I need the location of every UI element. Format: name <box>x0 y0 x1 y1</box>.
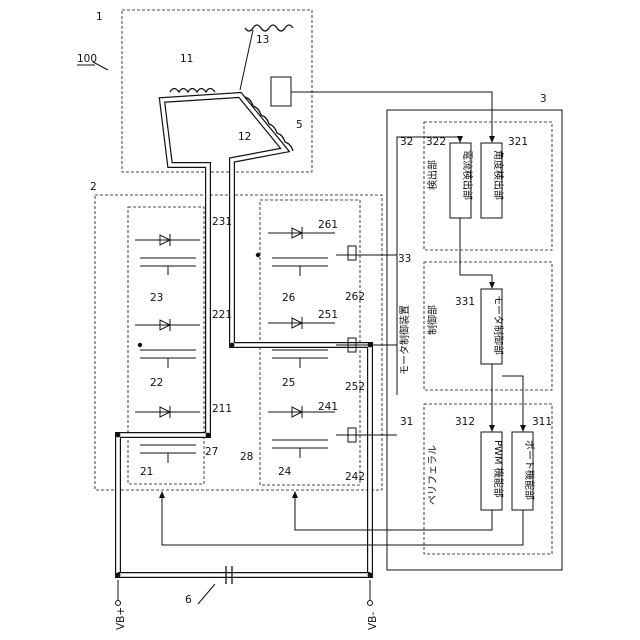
label-motor-ctrl: 331 <box>455 296 475 308</box>
label-motor: 1 <box>96 11 103 23</box>
label-control-device: 3 <box>540 93 547 105</box>
label-r262: 262 <box>345 291 365 303</box>
label-r242: 242 <box>345 471 365 483</box>
angle-detect-text: 角度検出部 <box>492 150 505 200</box>
label-angle: 321 <box>508 136 528 148</box>
label-current: 322 <box>426 136 446 148</box>
label-system: 100 <box>77 53 97 65</box>
label-d221: 221 <box>212 309 232 321</box>
label-inverter: 2 <box>90 181 97 193</box>
current-detect-text: 電流検出部 <box>461 150 474 200</box>
motor-ctrl-text: モータ制御部 <box>492 295 505 355</box>
label-sw25: 25 <box>282 377 295 389</box>
label-pwm: 312 <box>455 416 475 428</box>
label-coil-13: 13 <box>256 34 269 46</box>
label-sensor: 5 <box>296 119 303 131</box>
peripheral-text: ペリフェラル <box>427 445 439 505</box>
label-vbp: VB+ <box>115 607 127 630</box>
label-capacitor: 6 <box>185 594 192 606</box>
label-coil-12: 12 <box>238 131 251 143</box>
label-sw21: 21 <box>140 466 153 478</box>
label-port: 311 <box>532 416 552 428</box>
label-d261: 261 <box>318 219 338 231</box>
detect-unit-text: 検出部 <box>426 160 439 190</box>
label-d211: 211 <box>212 403 232 415</box>
label-detect: 32 <box>400 136 413 148</box>
label-coil-11: 11 <box>180 53 193 65</box>
label-d231: 231 <box>212 216 232 228</box>
label-sw22: 22 <box>150 377 163 389</box>
control-device-block <box>387 110 562 570</box>
label-ctrl: 33 <box>398 253 411 265</box>
label-sw24: 24 <box>278 466 292 478</box>
label-sw23: 23 <box>150 292 163 304</box>
label-d251: 251 <box>318 309 338 321</box>
current-path <box>118 95 370 575</box>
label-r252: 252 <box>345 381 365 393</box>
control-unit-text: 制御部 <box>426 305 439 335</box>
label-periph: 31 <box>400 416 413 428</box>
coil-11 <box>170 89 215 93</box>
label-d241: 241 <box>318 401 338 413</box>
resistor-262 <box>348 246 356 260</box>
port-unit-text: ポート機能部 <box>523 440 536 500</box>
label-group27: 27 <box>205 446 218 458</box>
label-vbm: VB- <box>367 612 379 630</box>
coil-13 <box>245 25 293 31</box>
sensor-5-box <box>271 77 291 106</box>
label-sw26: 26 <box>282 292 296 304</box>
ctrl-unit-block <box>424 262 552 390</box>
motor-ctrl-device-text: モータ制御装置 <box>398 305 411 375</box>
pwm-unit-text: PWM 機能部 <box>492 440 505 498</box>
leg-27-switches <box>135 234 200 463</box>
label-group28: 28 <box>240 451 253 463</box>
coil-12 <box>245 97 293 151</box>
